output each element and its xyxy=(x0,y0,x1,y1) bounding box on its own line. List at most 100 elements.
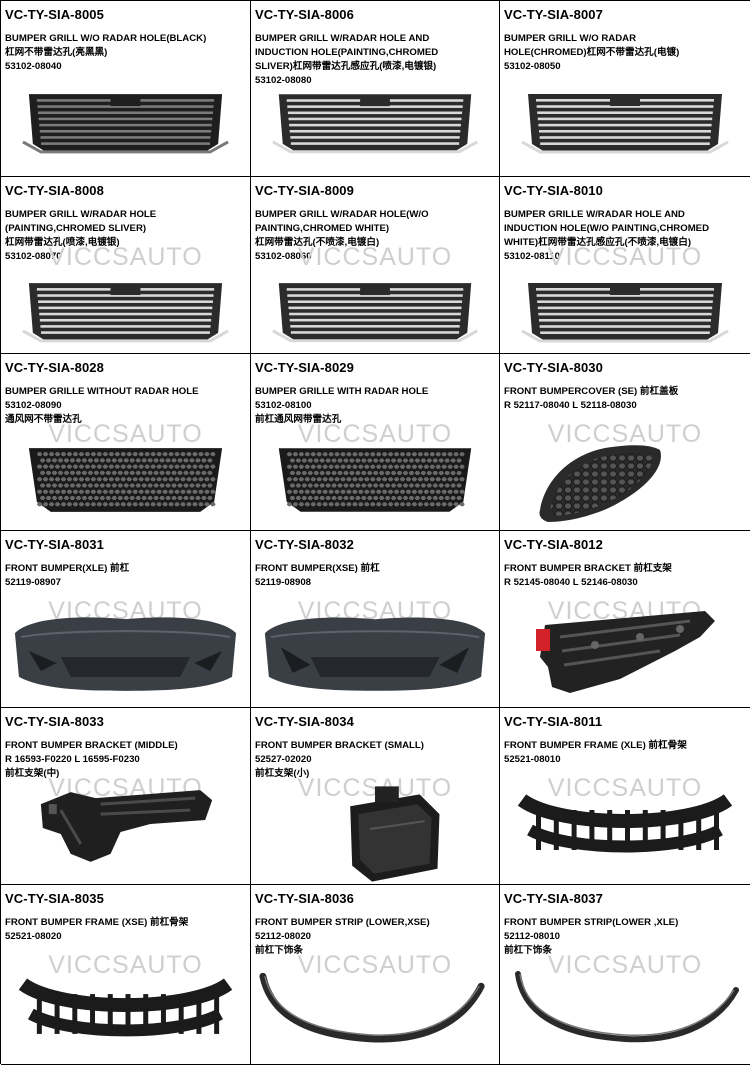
description-line: FRONT BUMPER BRACKET (MIDDLE) xyxy=(5,740,178,751)
part-description: FRONT BUMPER BRACKET 前杠支架 R 52145-08040 … xyxy=(504,562,747,590)
bracket-icon xyxy=(500,607,750,707)
description-line: 前杠下饰条 xyxy=(504,945,552,956)
description-line: 53102-08080 xyxy=(255,75,312,86)
description-line: (PAINTING,CHROMED SLIVER) xyxy=(5,223,147,234)
part-description: FRONT BUMPER STRIP (LOWER,XSE) 52112-080… xyxy=(255,916,496,958)
description-line: 前杠通风网带雷达孔 xyxy=(255,414,342,425)
description-line: 杠网不带雷达孔(亮黑黑) xyxy=(5,47,108,58)
part-cell: VC-TY-SIA-8008 BUMPER GRILL W/RADAR HOLE… xyxy=(1,177,251,354)
description-line: 53102-08110 xyxy=(504,251,561,262)
part-code: VC-TY-SIA-8007 xyxy=(504,7,603,22)
description-line: FRONT BUMPER STRIP (LOWER,XSE) xyxy=(255,917,430,928)
part-code: VC-TY-SIA-8036 xyxy=(255,891,354,906)
part-description: BUMPER GRILL W/RADAR HOLE (PAINTING,CHRO… xyxy=(5,208,247,264)
description-line: 52112-08010 xyxy=(504,931,561,942)
description-line: 53102-08090 xyxy=(5,400,62,411)
part-description: FRONT BUMPER STRIP(LOWER ,XLE) 52112-080… xyxy=(504,916,747,958)
mesh-grille-icon xyxy=(251,430,499,530)
part-cell: VC-TY-SIA-8028 BUMPER GRILLE WITHOUT RAD… xyxy=(1,354,251,531)
part-cell: VC-TY-SIA-8035 FRONT BUMPER FRAME (XSE) … xyxy=(1,885,251,1065)
description-line: 52119-08907 xyxy=(5,577,62,588)
grill-chrome-icon xyxy=(1,253,250,353)
part-cell: VC-TY-SIA-8033 FRONT BUMPER BRACKET (MID… xyxy=(1,708,251,885)
description-line: 52112-08020 xyxy=(255,931,312,942)
watermark: VICCSAUTO xyxy=(297,951,453,979)
part-cell: VC-TY-SIA-8006 BUMPER GRILL W/RADAR HOLE… xyxy=(251,1,500,177)
part-cell: VC-TY-SIA-8036 FRONT BUMPER STRIP (LOWER… xyxy=(251,885,500,1065)
part-cell: VC-TY-SIA-8029 BUMPER GRILLE WITH RADAR … xyxy=(251,354,500,531)
part-description: FRONT BUMPER FRAME (XLE) 前杠骨架 52521-0801… xyxy=(504,739,747,767)
part-code: VC-TY-SIA-8011 xyxy=(504,714,603,729)
mesh-grille-icon xyxy=(1,430,250,530)
part-description: FRONT BUMPER BRACKET (MIDDLE) R 16593-F0… xyxy=(5,739,247,781)
part-description: FRONT BUMPER(XLE) 前杠 52119-08907 xyxy=(5,562,247,590)
part-code: VC-TY-SIA-8012 xyxy=(504,537,603,552)
part-cell: VC-TY-SIA-8011 FRONT BUMPER FRAME (XLE) … xyxy=(500,708,750,885)
part-cell: VC-TY-SIA-8032 FRONT BUMPER(XSE) 前杠 5211… xyxy=(251,531,500,708)
bumper-strip-icon xyxy=(251,964,499,1064)
part-cell: VC-TY-SIA-8010 BUMPER GRILLE W/RADAR HOL… xyxy=(500,177,750,354)
description-line: BUMPER GRILLE WITHOUT RADAR HOLE xyxy=(5,386,199,397)
part-code: VC-TY-SIA-8028 xyxy=(5,360,104,375)
part-cell: VC-TY-SIA-8034 FRONT BUMPER BRACKET (SMA… xyxy=(251,708,500,885)
watermark: VICCSAUTO xyxy=(48,243,203,271)
description-line: FRONT BUMPER FRAME (XSE) 前杠骨架 xyxy=(5,917,189,928)
description-line: FRONT BUMPER(XSE) 前杠 xyxy=(255,563,380,574)
description-line: BUMPER GRILL W/RADAR HOLE AND xyxy=(255,33,430,44)
part-code: VC-TY-SIA-8035 xyxy=(5,891,104,906)
bumper-cover-icon xyxy=(500,430,750,530)
description-line: 53102-08050 xyxy=(504,61,561,72)
description-line: 前杠支架(中) xyxy=(5,768,60,779)
description-line: INDUCTION HOLE(W/O PAINTING,CHROMED xyxy=(504,223,710,234)
part-code: VC-TY-SIA-8034 xyxy=(255,714,354,729)
watermark: VICCSAUTO xyxy=(547,243,703,271)
part-description: FRONT BUMPER FRAME (XSE) 前杠骨架 52521-0802… xyxy=(5,916,247,944)
bumper-frame-icon xyxy=(500,784,750,884)
part-cell: VC-TY-SIA-8031 FRONT BUMPER(XLE) 前杠 5211… xyxy=(1,531,251,708)
part-cell: VC-TY-SIA-8007 BUMPER GRILL W/O RADAR HO… xyxy=(500,1,750,177)
part-cell: VC-TY-SIA-8012 FRONT BUMPER BRACKET 前杠支架… xyxy=(500,531,750,708)
part-code: VC-TY-SIA-8009 xyxy=(255,183,354,198)
part-description: BUMPER GRILL W/O RADAR HOLE(CHROMED)杠网不带… xyxy=(504,32,747,74)
part-code: VC-TY-SIA-8033 xyxy=(5,714,104,729)
watermark: VICCSAUTO xyxy=(297,243,453,271)
description-line: 前杠支架(小) xyxy=(255,768,310,779)
description-line: 53102-08100 xyxy=(255,400,312,411)
description-line: FRONT BUMPER BRACKET (SMALL) xyxy=(255,740,424,751)
description-line: 前杠下饰条 xyxy=(255,945,303,956)
description-line: FRONT BUMPERCOVER (SE) 前杠盖板 xyxy=(504,386,679,397)
part-code: VC-TY-SIA-8008 xyxy=(5,183,104,198)
watermark: VICCSAUTO xyxy=(547,420,703,448)
description-line: HOLE(CHROMED)杠网不带雷达孔(电镀) xyxy=(504,47,680,58)
part-cell: VC-TY-SIA-8030 FRONT BUMPERCOVER (SE) 前杠… xyxy=(500,354,750,531)
description-line: BUMPER GRILLE WITH RADAR HOLE xyxy=(255,386,429,397)
grill-chrome-icon xyxy=(500,76,750,176)
description-line: 52527-02020 xyxy=(255,754,312,765)
part-code: VC-TY-SIA-8029 xyxy=(255,360,354,375)
part-code: VC-TY-SIA-8005 xyxy=(5,7,104,22)
bumper-strip-icon xyxy=(500,964,750,1064)
description-line: SLIVER)杠网带雷达孔感应孔(喷漆,电镀银) xyxy=(255,61,437,72)
part-code: VC-TY-SIA-8037 xyxy=(504,891,603,906)
description-line: FRONT BUMPER FRAME (XLE) 前杠骨架 xyxy=(504,740,687,751)
part-description: BUMPER GRILL W/O RADAR HOLE(BLACK) 杠网不带雷… xyxy=(5,32,247,74)
part-code: VC-TY-SIA-8030 xyxy=(504,360,603,375)
part-code: VC-TY-SIA-8010 xyxy=(504,183,603,198)
description-line: BUMPER GRILLE W/RADAR HOLE AND xyxy=(504,209,685,220)
description-line: R 52145-08040 L 52146-08030 xyxy=(504,577,638,588)
part-description: FRONT BUMPER BRACKET (SMALL) 52527-02020… xyxy=(255,739,496,781)
front-bumper-icon xyxy=(251,607,499,707)
bracket-middle-icon xyxy=(1,784,250,884)
watermark: VICCSAUTO xyxy=(48,951,203,979)
description-line: BUMPER GRILL W/RADAR HOLE xyxy=(5,209,157,220)
description-line: 53102-08060 xyxy=(255,251,312,262)
part-description: BUMPER GRILLE WITH RADAR HOLE 53102-0810… xyxy=(255,385,496,427)
grill-chrome-icon xyxy=(251,253,499,353)
front-bumper-icon xyxy=(1,607,250,707)
description-line: BUMPER GRILL W/O RADAR HOLE(BLACK) xyxy=(5,33,207,44)
part-description: BUMPER GRILLE WITHOUT RADAR HOLE 53102-0… xyxy=(5,385,247,427)
description-line: BUMPER GRILL W/RADAR HOLE(W/O xyxy=(255,209,429,220)
description-line: 53102-08070 xyxy=(5,251,62,262)
watermark: VICCSAUTO xyxy=(547,774,703,802)
